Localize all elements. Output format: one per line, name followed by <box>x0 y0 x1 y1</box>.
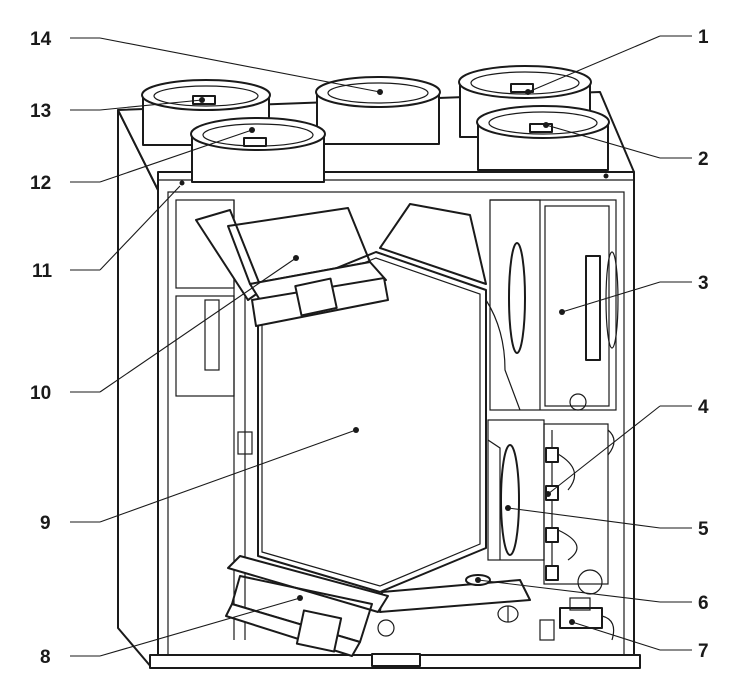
duct-collar-14 <box>315 76 441 145</box>
callout-9: 9 <box>40 513 51 534</box>
callout-4: 4 <box>698 397 709 418</box>
leader-5 <box>507 507 661 529</box>
leader-10 <box>99 257 297 393</box>
leader-lines <box>70 35 692 657</box>
callout-6: 6 <box>698 593 709 614</box>
duct-collar-2 <box>476 105 610 171</box>
upper-filter <box>195 207 389 327</box>
callout-dots <box>199 89 575 625</box>
leader-4 <box>547 405 661 495</box>
duct-collar-12 <box>190 117 326 183</box>
callout-10: 10 <box>30 383 51 404</box>
callout-12: 12 <box>30 173 51 194</box>
callout-labels: 1 2 3 4 5 6 7 8 9 10 11 12 13 14 <box>30 27 709 668</box>
leader-6 <box>477 579 661 603</box>
exhaust-fan-compartment <box>487 419 545 561</box>
supply-fan-compartment <box>485 199 619 411</box>
callout-13: 13 <box>30 101 51 122</box>
leader-1 <box>527 35 661 93</box>
leader-11 <box>99 185 181 271</box>
leader-9 <box>99 429 357 523</box>
leader-14 <box>99 37 381 93</box>
lower-filter <box>225 555 421 667</box>
callout-1: 1 <box>698 27 709 48</box>
leader-13 <box>99 99 203 111</box>
leader-2 <box>545 124 661 159</box>
condensate-tray <box>379 574 531 623</box>
callout-8: 8 <box>40 647 51 668</box>
callout-3: 3 <box>698 273 709 294</box>
callout-14: 14 <box>30 29 52 50</box>
leader-7 <box>571 621 661 651</box>
callout-2: 2 <box>698 149 709 170</box>
control-board <box>543 423 615 595</box>
upper-fin-block <box>379 203 487 285</box>
callout-11: 11 <box>32 261 53 282</box>
callout-7: 7 <box>698 641 709 662</box>
leader-3 <box>561 281 661 313</box>
heat-exchanger <box>257 251 487 593</box>
leader-12 <box>99 129 253 183</box>
leader-8 <box>99 597 301 657</box>
callout-5: 5 <box>698 519 709 540</box>
